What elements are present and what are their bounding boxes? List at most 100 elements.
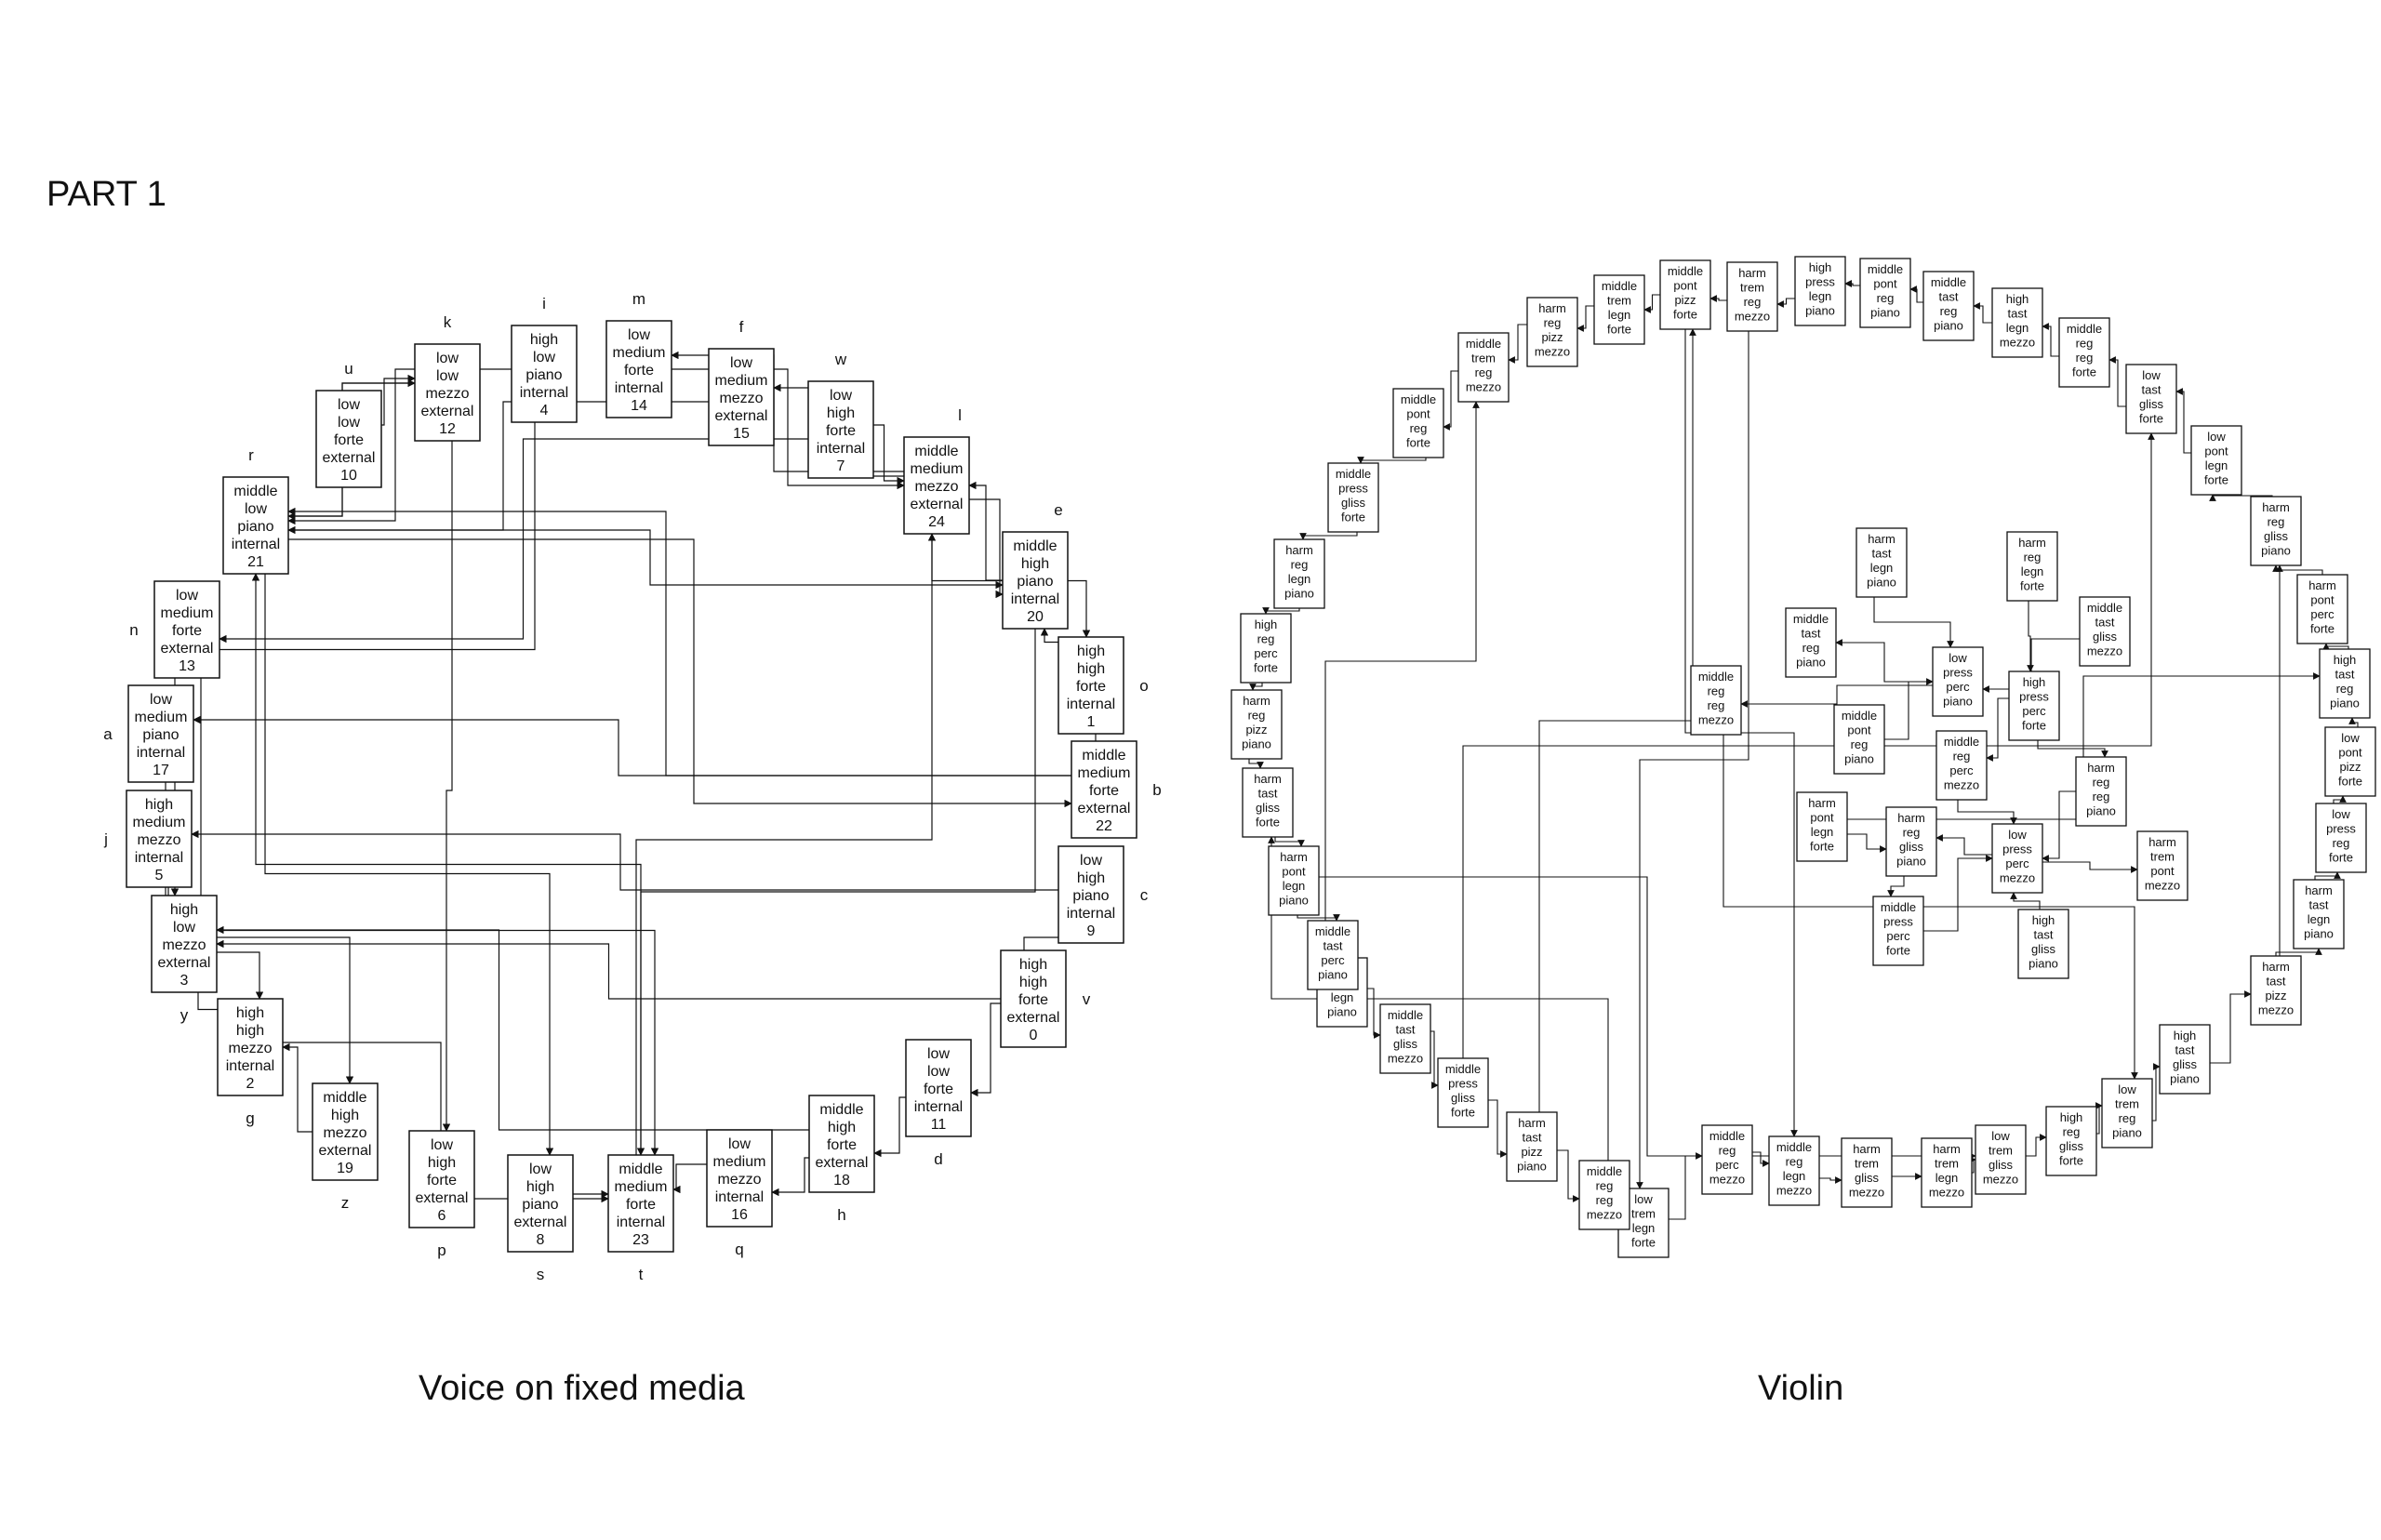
violin-node-line: trem (1607, 294, 1631, 308)
violin-edge (2026, 1134, 2047, 1157)
violin-edge (2042, 323, 2059, 357)
violin-node-line: middle (1668, 264, 1703, 278)
violin-node-line: middle (1842, 709, 1877, 723)
voice-node-line: 3 (180, 973, 189, 989)
violin-node-line: legn (1811, 825, 1834, 839)
violin-node-box (1242, 767, 1294, 838)
violin-node-line: pont (1406, 407, 1430, 421)
voice-node-line: 19 (337, 1161, 353, 1176)
violin-node-line: reg (2076, 337, 2094, 351)
violin-node-line: mezzo (1776, 1184, 1812, 1198)
violin-node-line: reg (1940, 304, 1958, 318)
violin-node-line: piano (1934, 319, 1963, 333)
voice-node-line: 21 (247, 554, 264, 570)
voice-node-line: internal (232, 537, 280, 552)
violin-node-box (1457, 332, 1510, 403)
violin-edge (1367, 988, 1381, 1039)
voice-node-line: middle (1013, 538, 1057, 554)
violin-node-line: pizz (1245, 723, 1267, 737)
voice-node-line: forte (1089, 783, 1119, 799)
voice-node-line: medium (713, 1154, 766, 1170)
violin-node-line: mezzo (1983, 1173, 2018, 1187)
violin-node-line: reg (2063, 1125, 2081, 1139)
violin-node-line: tast (2034, 928, 2054, 942)
violin-node-line: trem (1935, 1157, 1959, 1171)
voice-node-letter: y (180, 1006, 189, 1024)
violin-node-line: legn (1870, 561, 1894, 575)
violin-edge (1973, 302, 1992, 324)
violin-node-box (2017, 909, 2069, 979)
voice-node-line: middle (914, 444, 958, 459)
violin-edge (1752, 1151, 1770, 1167)
violin-node-line: mezzo (1587, 1208, 1622, 1222)
violin-node-line: perc (1321, 953, 1345, 967)
voice-node-letter: g (246, 1109, 254, 1127)
voice-node-line: 17 (153, 763, 169, 778)
voice-node-line: internal (137, 745, 185, 761)
violin-node-line: harm (1853, 1142, 1881, 1156)
voice-diagram: lowlowforteexternal10ulowlowmezzoexterna… (103, 290, 1162, 1283)
voice-node-line: mezzo (323, 1125, 366, 1141)
voice-node-line: low (830, 388, 852, 404)
violin-node-line: pont (2310, 593, 2334, 607)
violin-node-line: piano (2029, 957, 2058, 971)
voice-node-line: medium (161, 605, 214, 621)
violin-node-line: tast (2095, 616, 2115, 630)
voice-node-line: forte (626, 1197, 656, 1213)
violin-node-box (2190, 425, 2242, 496)
violin-node-line: high (1809, 260, 1832, 274)
voice-node-line: medium (133, 815, 186, 830)
violin-node-line: pont (1810, 811, 1834, 825)
violin-node-box (1991, 823, 2043, 894)
violin-node-line: reg (1475, 365, 1493, 379)
violin-node-line: gliss (2173, 1057, 2198, 1071)
violin-node-line: tast (2335, 668, 2355, 682)
violin-node-line: piano (1327, 1005, 1357, 1019)
violin-node-box (1796, 791, 1848, 862)
voice-node-line: high (526, 1179, 554, 1195)
voice-node-letter: a (103, 725, 113, 743)
voice-edge (771, 1157, 809, 1197)
voice-edge (216, 939, 1001, 1000)
voice-node-box (808, 1095, 875, 1193)
violin-node-line: reg (1744, 295, 1762, 309)
violin-node-box (1526, 297, 1578, 367)
violin-edge (1847, 672, 2321, 820)
violin-node-line: press (1805, 275, 1835, 289)
violin-edge (1248, 759, 1264, 769)
violin-node-line: reg (1877, 291, 1895, 305)
violin-node-line: gliss (1989, 1158, 2014, 1172)
voice-node-line: external (158, 955, 211, 971)
violin-node-line: forte (1451, 1106, 1475, 1120)
voice-node-line: piano (1072, 888, 1109, 904)
violin-node-line: perc (1254, 646, 1278, 660)
violin-node-line: legn (2205, 458, 2228, 472)
voice-node-box (607, 1154, 674, 1253)
violin-node-line: reg (1410, 421, 1428, 435)
voice-node-line: 9 (1087, 923, 1096, 939)
voice-node-line: low (927, 1064, 950, 1080)
voice-node-line: piano (1017, 574, 1053, 590)
violin-node-line: middle (1401, 392, 1436, 406)
violin-node-line: reg (1851, 737, 1869, 751)
voice-node-letter: q (735, 1241, 743, 1258)
violin-node-line: mezzo (1709, 1173, 1745, 1187)
violin-node-line: reg (2333, 836, 2350, 850)
violin-edge (2275, 948, 2322, 956)
